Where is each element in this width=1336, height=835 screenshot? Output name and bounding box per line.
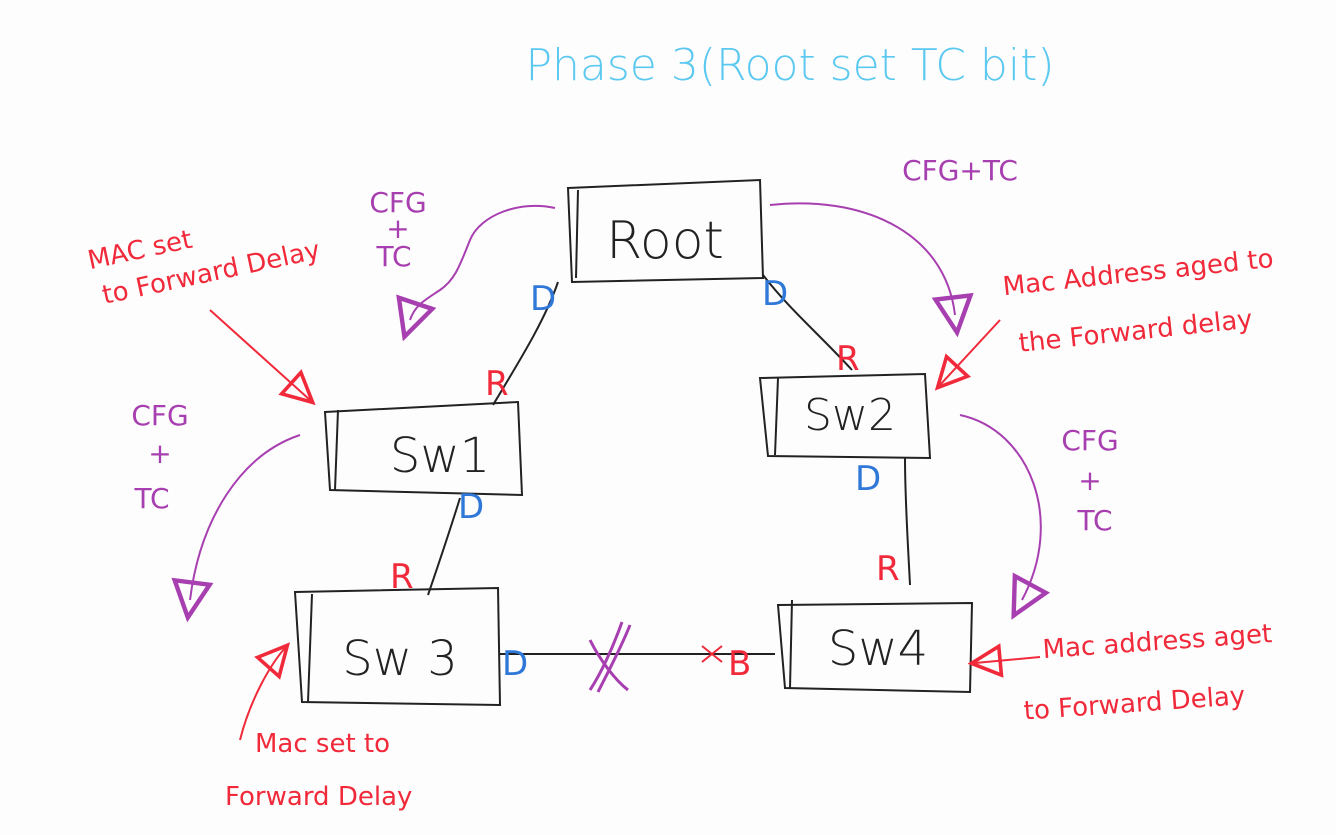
link-sw1-sw3: [427, 497, 461, 596]
port-sw2-bottom: D: [855, 459, 881, 499]
links: [427, 274, 911, 655]
switch-sw2-label: Sw2: [804, 390, 896, 441]
bpdu-label-line: CFG: [131, 399, 188, 432]
annotation-line: Mac address aget: [1042, 619, 1274, 665]
annotation-line: Forward Delay: [225, 782, 412, 812]
bpdu-arrow-sw2-sw4: [959, 414, 1041, 600]
link-sw2-sw4: [904, 457, 911, 586]
bpdu-arrows: [190, 202, 1041, 600]
bpdu-labels: CFG + TC CFG+TC CFG + TC CFG + TC: [131, 154, 1118, 537]
port-root-left: D: [530, 279, 556, 319]
annotation-sw2: Mac Address aged to the Forward delay: [1001, 244, 1275, 359]
link-root-sw1: [492, 281, 559, 406]
diagram-title: Phase 3(Root set TC bit): [525, 40, 1054, 91]
switch-root-label: Root: [606, 211, 724, 271]
bpdu-label-line: +: [148, 437, 171, 470]
annotation-sw4: Mac address aget to Forward Delay: [1023, 619, 1274, 726]
annotation-line: to Forward Delay: [1023, 681, 1246, 726]
bpdu-arrow-root-sw1: [410, 204, 556, 320]
blocked-link-cross: [588, 621, 632, 693]
annotation-arrow-sw3: [239, 648, 285, 741]
port-sw2-top: R: [836, 339, 860, 379]
switch-sw3-label: Sw 3: [342, 631, 458, 687]
bpdu-label-line: CFG: [1061, 424, 1118, 457]
switch-root: Root: [566, 178, 765, 284]
bpdu-arrow-root-sw2: [769, 202, 955, 315]
annotation-arrow-sw2: [940, 319, 1001, 385]
switch-sw4-label: Sw4: [828, 621, 928, 677]
annotation-line: Mac set to: [255, 729, 390, 759]
bpdu-label-sw1-sw3: CFG + TC: [131, 399, 188, 515]
bpdu-arrow-sw1-sw3: [190, 434, 301, 600]
bpdu-label-root-sw1: CFG + TC: [369, 186, 426, 273]
port-sw3-top: R: [390, 557, 414, 597]
port-sw4-left: B: [728, 644, 751, 684]
bpdu-label-sw2-sw4: CFG + TC: [1061, 424, 1118, 537]
port-labels: D D R D R D R D R B: [390, 274, 900, 684]
switch-sw1-label: Sw1: [390, 428, 490, 484]
port-sw4-top: R: [876, 549, 900, 589]
switch-sw2: Sw2: [758, 372, 932, 460]
switch-sw1: Sw1: [323, 400, 524, 497]
annotation-sw1: MAC set to Forward Delay: [85, 225, 323, 311]
annotation-sw3: Mac set to Forward Delay: [225, 729, 412, 812]
bpdu-label-line: CFG: [369, 186, 426, 219]
port-sw1-top: R: [485, 364, 509, 404]
annotation-arrow-sw4: [975, 657, 1041, 663]
bpdu-label-line: TC: [133, 482, 169, 515]
bpdu-label-line: +: [386, 212, 409, 245]
port-sw1-bottom: D: [458, 487, 484, 527]
bpdu-label-line: TC: [1076, 504, 1112, 537]
bpdu-label-line: TC: [375, 240, 411, 273]
annotation-arrows: [209, 309, 1041, 741]
port-root-right: D: [762, 274, 788, 314]
port-sw4-left-cross: [701, 645, 723, 663]
switch-sw3: Sw 3: [293, 586, 502, 707]
link-root-sw2: [762, 274, 853, 371]
bpdu-label-root-sw2: CFG+TC: [902, 154, 1018, 187]
annotation-arrow-sw1: [209, 309, 310, 400]
annotation-line: the Forward delay: [1017, 304, 1254, 358]
port-sw3-right: D: [502, 644, 528, 684]
bpdu-label-line: +: [1078, 464, 1101, 497]
switch-sw4: Sw4: [776, 599, 974, 694]
annotation-line: Mac Address aged to: [1001, 244, 1275, 302]
